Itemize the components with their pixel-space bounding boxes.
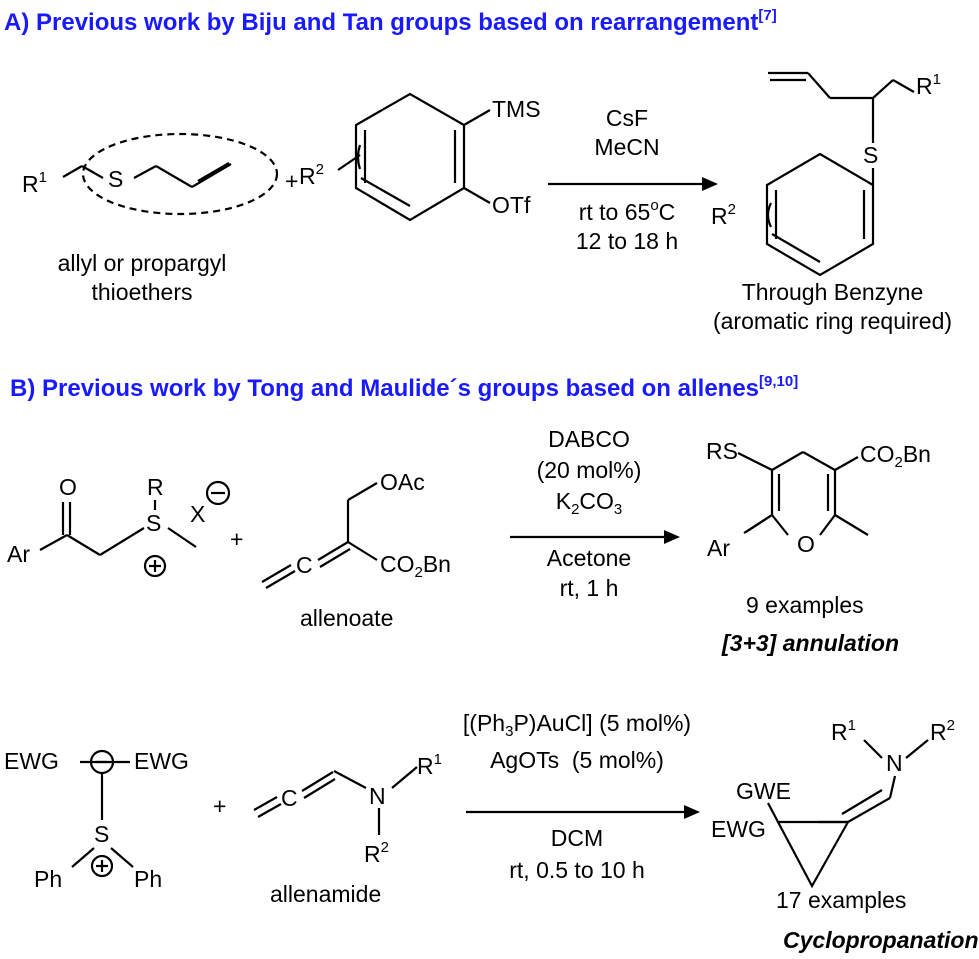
ketone-oxygen-label: O [59, 474, 77, 500]
cyclopropane-product-bonds [767, 739, 929, 889]
sulfonium-salt-bonds [39, 480, 231, 578]
conditions-a-above: CsF MeCN [594, 105, 660, 160]
conditions-a-below: rt to 65oC 12 to 18 h [575, 197, 679, 254]
ylide-ewg-right-label: EWG [134, 748, 189, 774]
product-b1-ester-label: CO2Bn [860, 441, 931, 471]
product-b2-examples: 17 examples [776, 887, 907, 913]
conditions-b2-above: [(Ph3P)AuCl] (5 mol%) AgOTs (5 mol%) [462, 710, 692, 773]
product-b1-reaction-type: [3+3] annulation [722, 630, 899, 656]
ylide-ewg-left-label: EWG [4, 748, 59, 774]
pyran-product-bonds [737, 451, 869, 536]
product-b1-aryl-label: Ar [707, 535, 730, 561]
allenamide-r1-label: R1 [417, 751, 442, 779]
reactant2-r2-label: R2 [299, 161, 324, 189]
product-b2-r1-label: R1 [831, 717, 856, 745]
ylide-ph-right-label: Ph [134, 866, 163, 892]
section-b-header: B) Previous work by Tong and Maulide´s g… [10, 373, 799, 402]
allyl-thioether-bonds [62, 162, 232, 188]
oac-label: OAc [380, 469, 425, 495]
reactant1-sulfur-label: S [108, 166, 124, 192]
product-a-r2-label: R2 [711, 201, 736, 229]
product-b1-rs-label: RS [706, 438, 738, 464]
aryne-precursor-ring [337, 92, 491, 222]
product-b2-nitrogen-label: N [886, 750, 903, 776]
product-b2-ewg-label: EWG [711, 816, 766, 842]
product-b1-examples: 9 examples [746, 592, 864, 618]
sulfonium-r-label: R [147, 474, 164, 500]
product-b2-gwe-label: GWE [736, 778, 791, 804]
allenamide-carbon-label: C [281, 785, 298, 811]
product-b2-reaction-type: Cyclopropanation [783, 927, 979, 953]
allene-carbon-label: C [296, 552, 313, 578]
otf-label: OTf [492, 192, 531, 218]
allenamide-nitrogen-label: N [369, 783, 386, 809]
ylide-sulfur-label: S [94, 821, 110, 847]
section-a-reference: [7] [758, 7, 777, 24]
ylide-ph-left-label: Ph [34, 866, 63, 892]
pyran-oxygen-label: O [797, 531, 815, 557]
product-a-sulfur-label: S [863, 142, 879, 168]
allenoate-bonds [261, 482, 378, 589]
conditions-b1-above: DABCO (20 mol%) K2CO3 [536, 426, 642, 518]
allenoate-caption: allenoate [300, 605, 394, 631]
allenamide-r2-label: R2 [364, 839, 389, 867]
rearrangement-highlight-ellipse [81, 132, 279, 216]
aryl-label: Ar [7, 541, 30, 567]
reactant1-r1-label: R1 [22, 169, 47, 197]
section-b-reference: [9,10] [759, 373, 799, 390]
product-a-r1-label: R1 [916, 71, 941, 99]
counterion-x-label: X [190, 501, 206, 527]
allenamide-bonds [253, 766, 418, 835]
product-b2-r2-label: R2 [930, 717, 955, 745]
allenamide-caption: allenamide [270, 881, 382, 907]
product-a-caption: Through Benzyne (aromatic ring required) [712, 279, 953, 334]
plus-sign-a: + [285, 168, 299, 194]
conditions-b1-below: Acetone rt, 1 h [546, 545, 632, 601]
benzyne-product-bonds [765, 71, 915, 277]
section-a-header: A) Previous work by Biju and Tan groups … [4, 7, 777, 36]
sulfonium-sulfur-label: S [146, 510, 162, 536]
reactant1-caption: allyl or propargyl thioethers [57, 250, 227, 305]
plus-sign-b1: + [230, 526, 244, 552]
sulfonium-ylide-bonds [71, 749, 134, 878]
conditions-b2-below: DCM rt, 0.5 to 10 h [509, 825, 645, 883]
plus-sign-b2: + [213, 793, 227, 819]
allenoate-ester-label: CO2Bn [380, 551, 451, 581]
tms-label: TMS [492, 96, 541, 122]
